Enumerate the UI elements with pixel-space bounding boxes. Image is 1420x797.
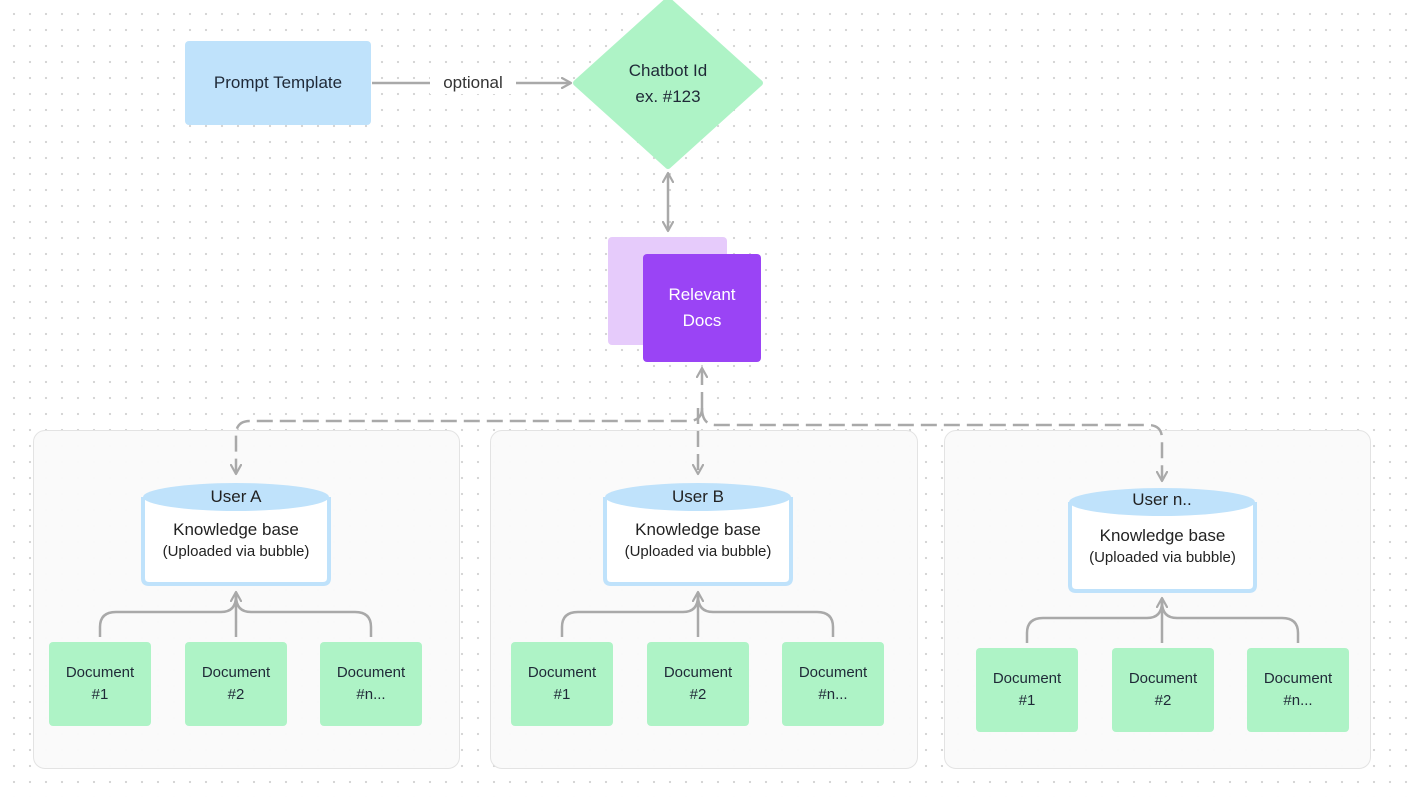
kb-cylinder-user-n — [1068, 488, 1257, 593]
chatbot-id-example: ex. #123 — [635, 87, 701, 106]
document-title: Document — [1263, 670, 1333, 687]
document-number: #n... — [818, 686, 848, 703]
relevant-docs-line1: Relevant — [668, 285, 736, 304]
prompt-template-box[interactable]: Prompt Template — [185, 41, 371, 125]
user-label: User A — [210, 487, 262, 506]
document-number: #2 — [689, 686, 707, 703]
prompt-template-label: Prompt Template — [213, 73, 343, 92]
knowledge-base-subtitle: (Uploaded via bubble) — [162, 543, 310, 560]
optional-label: optional — [430, 72, 516, 94]
chatbot-id-label: Chatbot Id — [628, 61, 708, 80]
document-number: #1 — [91, 686, 109, 703]
chatbot-id-text: Chatbot Id ex. #123 — [600, 55, 736, 113]
doc-connectors-user-a — [98, 592, 373, 637]
knowledge-base-title: Knowledge base — [635, 520, 761, 539]
document-title: Document — [663, 664, 733, 681]
knowledge-base-text: Knowledge base (Uploaded via bubble) — [607, 518, 789, 564]
relevant-docs-card[interactable]: Relevant Docs — [643, 254, 761, 362]
knowledge-base-text: Knowledge base (Uploaded via bubble) — [145, 518, 327, 564]
document-card[interactable]: Document #2 — [1112, 648, 1214, 732]
document-number: #n... — [1283, 692, 1313, 709]
kb-cylinder-user-a — [141, 483, 331, 586]
document-number: #1 — [1018, 692, 1036, 709]
chatbot-diamond[interactable] — [573, 0, 763, 169]
document-number: #1 — [553, 686, 571, 703]
document-card[interactable]: Document #1 — [976, 648, 1078, 732]
dashed-link-user-n — [700, 407, 1162, 481]
document-number: #2 — [1154, 692, 1172, 709]
document-card[interactable]: Document #n... — [782, 642, 884, 726]
knowledge-base-subtitle: (Uploaded via bubble) — [1089, 549, 1236, 566]
document-card[interactable]: Document #n... — [320, 642, 422, 726]
doc-connectors-user-n — [1025, 598, 1300, 643]
document-number: #2 — [227, 686, 245, 703]
kb-cylinder-user-b — [603, 483, 793, 586]
document-card[interactable]: Document #n... — [1247, 648, 1349, 732]
document-title: Document — [992, 670, 1062, 687]
knowledge-base-title: Knowledge base — [173, 520, 299, 539]
dashed-link-user-a — [236, 407, 704, 474]
document-title: Document — [527, 664, 597, 681]
document-card[interactable]: Document #1 — [49, 642, 151, 726]
knowledge-base-subtitle: (Uploaded via bubble) — [624, 543, 772, 560]
document-title: Document — [201, 664, 271, 681]
document-card[interactable]: Document #1 — [511, 642, 613, 726]
document-card[interactable]: Document #2 — [185, 642, 287, 726]
document-number: #n... — [356, 686, 386, 703]
user-label: User n.. — [1132, 490, 1192, 509]
relevant-docs-line2: Docs — [682, 311, 722, 330]
document-title: Document — [1128, 670, 1198, 687]
knowledge-base-title: Knowledge base — [1099, 526, 1226, 545]
document-title: Document — [336, 664, 406, 681]
document-title: Document — [798, 664, 868, 681]
knowledge-base-text: Knowledge base (Uploaded via bubble) — [1072, 524, 1253, 570]
document-card[interactable]: Document #2 — [647, 642, 749, 726]
document-title: Document — [65, 664, 135, 681]
user-label: User B — [672, 487, 724, 506]
doc-connectors-user-b — [560, 592, 835, 637]
